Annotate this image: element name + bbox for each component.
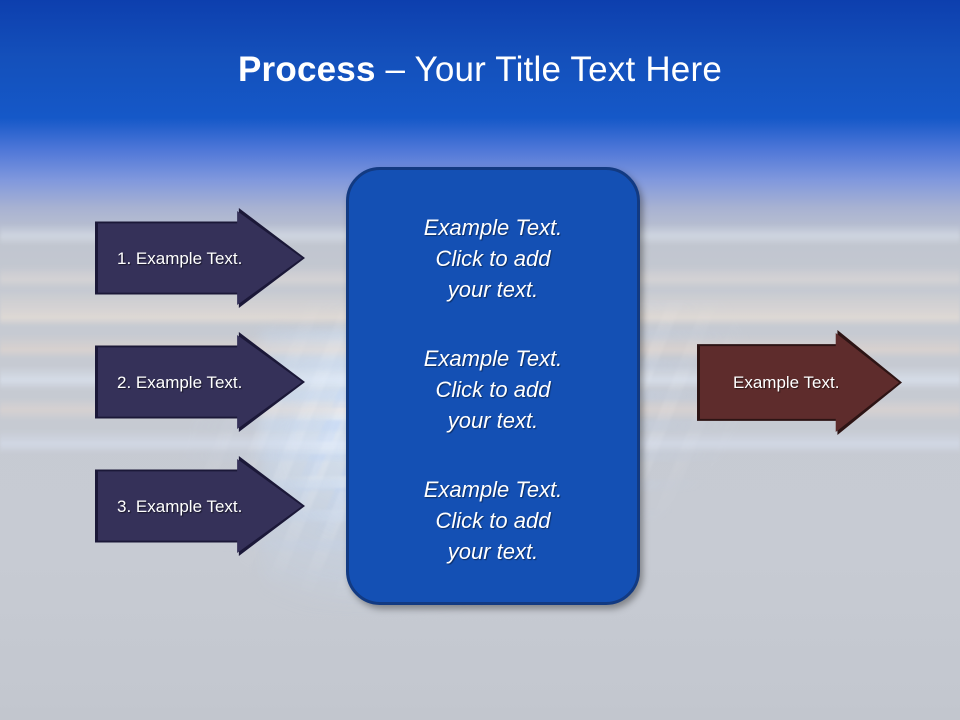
slide-title: Process – Your Title Text Here (0, 48, 960, 92)
result-arrow-label: Example Text. (733, 373, 840, 392)
step-arrow-3-label: 3. Example Text. (117, 496, 243, 516)
slide-title-normal: – Your Title Text Here (375, 50, 722, 89)
step-arrow-1-label: 1. Example Text. (117, 248, 243, 268)
center-process-box[interactable]: Example Text. Click to add your text. Ex… (346, 167, 640, 605)
result-arrow[interactable]: Example Text. (697, 330, 902, 435)
step-arrow-2-label: 2. Example Text. (117, 372, 243, 392)
center-box-text-block-3: Example Text. Click to add your text. (423, 477, 563, 564)
center-box-text-block-1: Example Text. Click to add your text. (423, 215, 563, 302)
slide-title-bold: Process (238, 50, 376, 89)
step-arrow-1[interactable]: 1. Example Text. (95, 208, 305, 308)
center-box-text-block-2: Example Text. Click to add your text. (423, 346, 563, 433)
step-arrow-2[interactable]: 2. Example Text. (95, 332, 305, 432)
step-arrow-3[interactable]: 3. Example Text. (95, 456, 305, 556)
